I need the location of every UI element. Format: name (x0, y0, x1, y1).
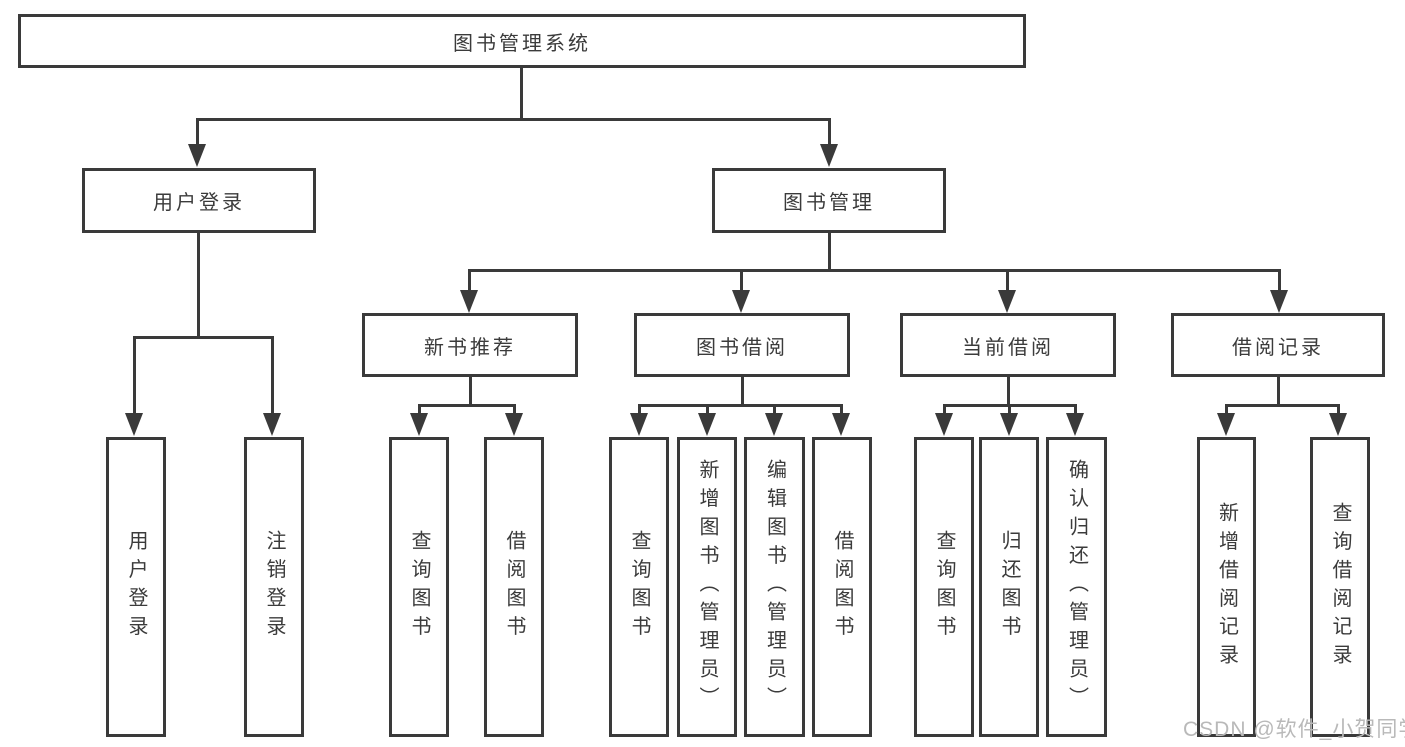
connector-line (828, 233, 831, 271)
connector-line (1007, 377, 1010, 407)
leaf-recommend-query-books: 查询图书 (389, 437, 449, 737)
node-label: 编辑图书（管理员） (763, 459, 786, 715)
connector-line (1225, 404, 1340, 407)
connector-line (943, 404, 946, 416)
node-label: 用户登录 (125, 530, 147, 644)
node-label: 确认归还（管理员） (1065, 459, 1088, 715)
node-label: 查询图书 (408, 530, 430, 644)
node-borrow-records: 借阅记录 (1171, 313, 1385, 377)
leaf-logout: 注销登录 (244, 437, 304, 737)
arrow-down-icon (263, 413, 281, 436)
connector-line (1225, 404, 1228, 416)
arrow-down-icon (820, 144, 838, 167)
leaf-borrow-edit-books-admin: 编辑图书（管理员） (744, 437, 805, 737)
connector-line (840, 404, 843, 416)
node-root-library-system: 图书管理系统 (18, 14, 1026, 68)
connector-line (197, 118, 831, 121)
arrow-down-icon (1270, 290, 1288, 313)
leaf-current-confirm-return-admin: 确认归还（管理员） (1046, 437, 1107, 737)
connector-line (133, 336, 136, 414)
leaf-records-add-record: 新增借阅记录 (1197, 437, 1256, 737)
leaf-records-query-record: 查询借阅记录 (1310, 437, 1370, 737)
connector-line (469, 377, 472, 407)
node-label: 归还图书 (998, 530, 1020, 644)
connector-line (740, 269, 743, 291)
csdn-watermark: CSDN @软件_小贺同学 (1183, 718, 1405, 741)
arrow-down-icon (935, 413, 953, 436)
connector-line (706, 404, 709, 416)
node-book-borrow: 图书借阅 (634, 313, 850, 377)
connector-line (638, 404, 843, 407)
leaf-recommend-borrow-books: 借阅图书 (484, 437, 544, 737)
node-label: 图书管理系统 (453, 32, 591, 55)
node-label: 借阅记录 (1232, 336, 1324, 359)
leaf-borrow-borrow-books: 借阅图书 (812, 437, 872, 737)
arrow-down-icon (998, 290, 1016, 313)
connector-line (1277, 377, 1280, 407)
arrow-down-icon (1000, 413, 1018, 436)
leaf-borrow-add-books-admin: 新增图书（管理员） (677, 437, 737, 737)
connector-line (468, 269, 1281, 272)
node-label: 新增借阅记录 (1215, 501, 1238, 673)
connector-line (1074, 404, 1077, 416)
connector-line (418, 404, 421, 416)
node-label: 当前借阅 (962, 336, 1054, 359)
arrow-down-icon (630, 413, 648, 436)
arrow-down-icon (1217, 413, 1235, 436)
node-book-management: 图书管理 (712, 168, 946, 233)
node-current-borrow: 当前借阅 (900, 313, 1116, 377)
node-label: 用户登录 (153, 192, 245, 214)
node-label: 查询图书 (933, 530, 955, 644)
node-label: 借阅图书 (503, 530, 525, 644)
node-new-book-recommend: 新书推荐 (362, 313, 578, 377)
arrow-down-icon (698, 413, 716, 436)
leaf-user-login: 用户登录 (106, 437, 166, 737)
node-label: 查询图书 (628, 530, 650, 644)
connector-line (828, 118, 831, 148)
node-label: 图书管理 (783, 192, 875, 214)
connector-line (1337, 404, 1340, 416)
arrow-down-icon (505, 413, 523, 436)
connector-line (196, 118, 199, 148)
leaf-borrow-query-books: 查询图书 (609, 437, 669, 737)
leaf-current-return-books: 归还图书 (979, 437, 1039, 737)
connector-line (741, 377, 744, 407)
connector-line (638, 404, 641, 416)
connector-line (133, 336, 274, 339)
node-label: 借阅图书 (831, 530, 853, 644)
connector-line (1278, 269, 1281, 291)
arrow-down-icon (732, 290, 750, 313)
connector-line (271, 336, 274, 414)
leaf-current-query-books: 查询图书 (914, 437, 974, 737)
connector-line (197, 233, 200, 336)
arrow-down-icon (1066, 413, 1084, 436)
node-label: 新增图书（管理员） (696, 459, 718, 715)
node-label: 新书推荐 (424, 336, 516, 359)
node-label: 图书借阅 (696, 336, 788, 359)
arrow-down-icon (460, 290, 478, 313)
arrow-down-icon (410, 413, 428, 436)
arrow-down-icon (832, 413, 850, 436)
connector-line (468, 269, 471, 291)
connector-line (418, 404, 516, 407)
arrow-down-icon (1329, 413, 1347, 436)
node-user-login: 用户登录 (82, 168, 316, 233)
connector-line (1006, 269, 1009, 291)
node-label: 查询借阅记录 (1329, 501, 1351, 673)
node-label: 注销登录 (263, 530, 285, 644)
connector-line (513, 404, 516, 416)
connector-line (1008, 404, 1011, 416)
arrow-down-icon (125, 413, 143, 436)
arrow-down-icon (765, 413, 783, 436)
connector-line (773, 404, 776, 416)
connector-line (520, 68, 523, 118)
arrow-down-icon (188, 144, 206, 167)
